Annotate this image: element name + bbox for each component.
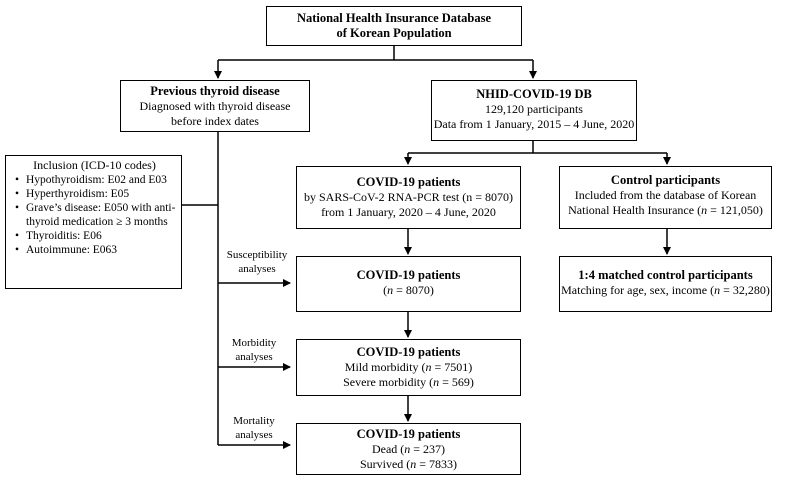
mortality-label: Mortality analyses (233, 415, 275, 441)
inclusion-item: Hypothyroidism: E02 and E03 (15, 173, 177, 187)
suscept-title: COVID-19 patients (356, 268, 461, 282)
morbidity-label: Morbidity analyses (231, 337, 277, 363)
nhid-participants: 129,120 participants (485, 102, 583, 116)
thyroid-disease-title: Previous thyroid disease (150, 84, 280, 98)
morbid-mild: Mild morbidity (n = 7501) (344, 360, 473, 374)
inclusion-box: Inclusion (ICD-10 codes) Hypothyroidism:… (5, 155, 182, 289)
inclusion-item: Hyperthyroidism: E05 (15, 187, 177, 201)
inclusion-title: Inclusion (ICD-10 codes) (33, 158, 156, 172)
inclusion-item: Thyroiditis: E06 (15, 229, 177, 243)
database-title-line1: National Health Insurance Database (296, 11, 492, 25)
nhid-date-range: Data from 1 January, 2015 – 4 June, 2020 (433, 117, 635, 131)
susceptibility-label: Susceptibility analyses (226, 249, 288, 275)
matched-control-box: 1:4 matched control participants Matchin… (559, 256, 772, 312)
nhid-title: NHID-COVID-19 DB (476, 87, 592, 101)
control-box: Control participants Included from the d… (559, 166, 772, 229)
suscept-covid-box: COVID-19 patients (n = 8070) (296, 256, 521, 312)
mortal-survived: Survived (n = 7833) (359, 457, 458, 471)
covid-test-title: COVID-19 patients (356, 175, 461, 189)
inclusion-item: Grave’s disease: E050 with anti-thyroid … (15, 201, 177, 229)
control-line2: National Health Insurance (n = 121,050) (568, 203, 763, 217)
suscept-count: (n = 8070) (383, 283, 434, 297)
covid-test-line1: by SARS-CoV-2 RNA-PCR test (n = 8070) (303, 190, 513, 204)
database-box: National Health Insurance Database of Ko… (266, 6, 522, 46)
mortal-covid-box: COVID-19 patients Dead (n = 237) Survive… (296, 423, 521, 475)
mortal-dead: Dead (n = 237) (371, 442, 446, 456)
control-title: Control participants (610, 173, 721, 187)
inclusion-item: Autoimmune: E063 (15, 243, 177, 257)
covid-test-box: COVID-19 patients by SARS-CoV-2 RNA-PCR … (296, 166, 521, 229)
morbid-severe: Severe morbidity (n = 569) (343, 375, 474, 389)
morbid-covid-box: COVID-19 patients Mild morbidity (n = 75… (296, 339, 521, 396)
covid-test-line2: from 1 January, 2020 – 4 June, 2020 (321, 205, 496, 219)
database-title-line2: of Korean Population (336, 26, 452, 40)
thyroid-disease-box: Previous thyroid disease Diagnosed with … (120, 80, 310, 132)
inclusion-list: Hypothyroidism: E02 and E03 Hyperthyroid… (12, 173, 177, 257)
control-line1: Included from the database of Korean (574, 188, 757, 202)
nhid-covid-box: NHID-COVID-19 DB 129,120 participants Da… (431, 80, 637, 141)
thyroid-disease-line2: before index dates (171, 114, 259, 128)
matched-title: 1:4 matched control participants (578, 268, 753, 282)
mortal-title: COVID-19 patients (356, 427, 461, 441)
thyroid-disease-line1: Diagnosed with thyroid disease (139, 99, 291, 113)
matched-line1: Matching for age, sex, income (n = 32,28… (561, 283, 770, 297)
morbid-title: COVID-19 patients (356, 345, 461, 359)
